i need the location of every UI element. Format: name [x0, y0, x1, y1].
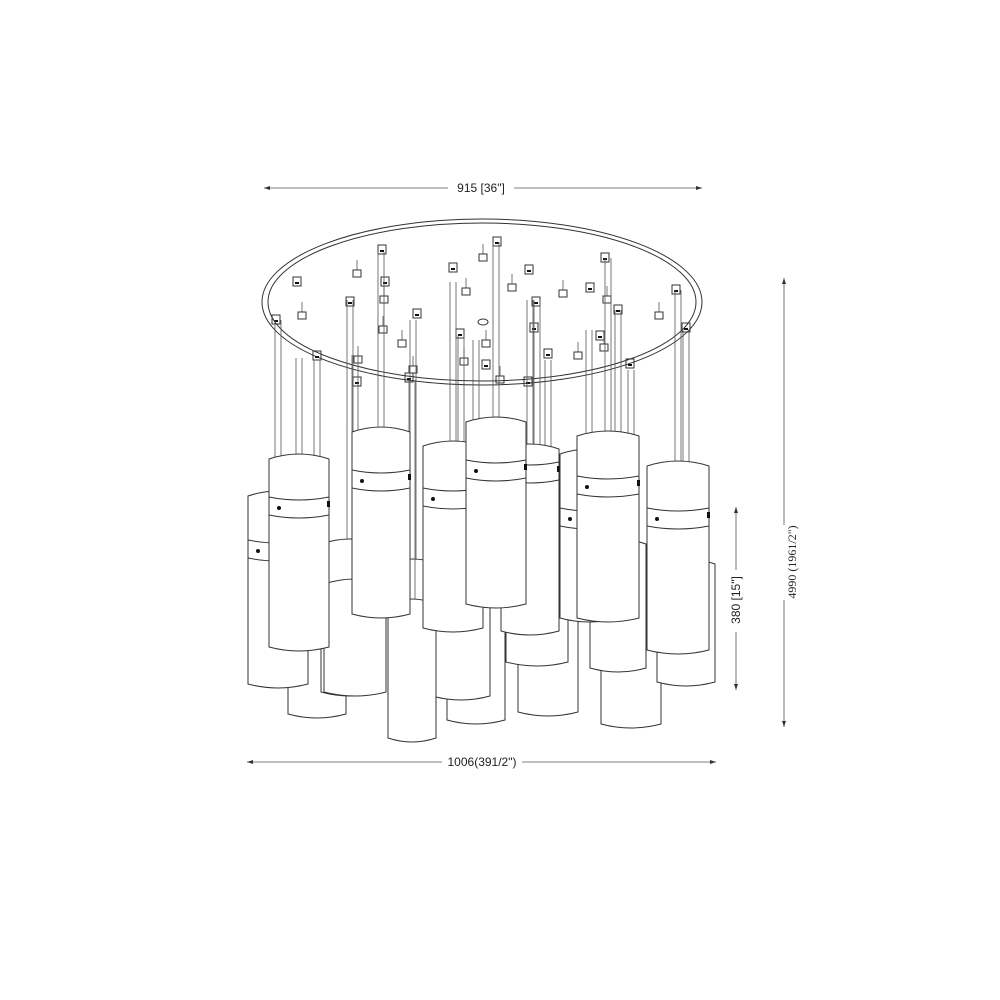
- cable-grip: [573, 351, 583, 360]
- band-clip: [637, 480, 640, 486]
- cable-grip: [558, 289, 568, 298]
- cable-grip: [408, 365, 418, 374]
- total-height-dimension: 4990 (1961/2"): [782, 278, 799, 727]
- band-screw: [474, 469, 478, 473]
- cord-mount: [481, 359, 491, 370]
- cable-grip: [481, 339, 491, 348]
- shade-band: [576, 475, 640, 498]
- band-screw: [360, 479, 364, 483]
- shade-height-dimension: 380 [15"]: [729, 507, 743, 690]
- glass-shade: [268, 453, 330, 652]
- glass-shade: [576, 430, 640, 623]
- band-clip: [408, 474, 411, 480]
- band-screw: [431, 497, 435, 501]
- cable-grip: [478, 253, 488, 262]
- cable-grip: [297, 311, 307, 320]
- band-screw: [277, 506, 281, 510]
- band-screw: [585, 485, 589, 489]
- cable-grip: [461, 287, 471, 296]
- cord-mount: [625, 358, 635, 369]
- canopy: [261, 218, 703, 386]
- cable-grip: [352, 269, 362, 278]
- cord-mount: [377, 244, 387, 255]
- cord-mount: [585, 282, 595, 293]
- cord-mount: [613, 304, 623, 315]
- top-width-label: 915 [36"]: [457, 181, 505, 195]
- cord-mount: [271, 314, 281, 325]
- cable-grip: [602, 295, 612, 304]
- cable-grip: [599, 343, 609, 352]
- cord-mount: [523, 376, 533, 387]
- band-screw: [655, 517, 659, 521]
- cord-mount: [455, 328, 465, 339]
- glass-shade: [465, 416, 527, 609]
- shade-height-label: 380 [15"]: [729, 576, 743, 624]
- cable-grip: [495, 375, 505, 384]
- cord-mount: [345, 296, 355, 307]
- shade-band: [646, 507, 710, 530]
- band-screw: [256, 549, 260, 553]
- cord-mount: [492, 236, 502, 247]
- bottom-width-dimension: 1006(391/2"): [247, 755, 716, 769]
- cord-mount: [671, 284, 681, 295]
- top-width-dimension: 915 [36"]: [264, 181, 702, 195]
- cord-mount: [312, 350, 322, 361]
- band-clip: [557, 466, 560, 472]
- cord-mount: [448, 262, 458, 273]
- shade-band: [268, 496, 330, 519]
- pendant-group: [247, 242, 716, 743]
- glass-shade: [351, 426, 411, 619]
- cable-grip: [654, 311, 664, 320]
- cord-mount: [292, 276, 302, 287]
- bottom-width-label: 1006(391/2"): [448, 755, 517, 769]
- band-clip: [327, 501, 330, 507]
- cable-grip: [507, 283, 517, 292]
- center-nut: [477, 318, 489, 326]
- band-clip: [524, 464, 527, 470]
- cord-mount: [380, 276, 390, 287]
- cord-mount: [681, 322, 691, 333]
- cable-grip: [378, 325, 388, 334]
- shade-band: [465, 459, 527, 482]
- cord-mount: [595, 330, 605, 341]
- total-height-label: 4990 (1961/2"): [785, 525, 799, 598]
- cord-mount: [543, 348, 553, 359]
- cord-mount: [412, 308, 422, 319]
- band-screw: [568, 517, 572, 521]
- band-clip: [707, 512, 710, 518]
- cord-mount: [524, 264, 534, 275]
- cord-mount: [352, 376, 362, 387]
- cable-grip: [397, 339, 407, 348]
- glass-shade: [646, 460, 710, 655]
- shade-band: [351, 469, 411, 492]
